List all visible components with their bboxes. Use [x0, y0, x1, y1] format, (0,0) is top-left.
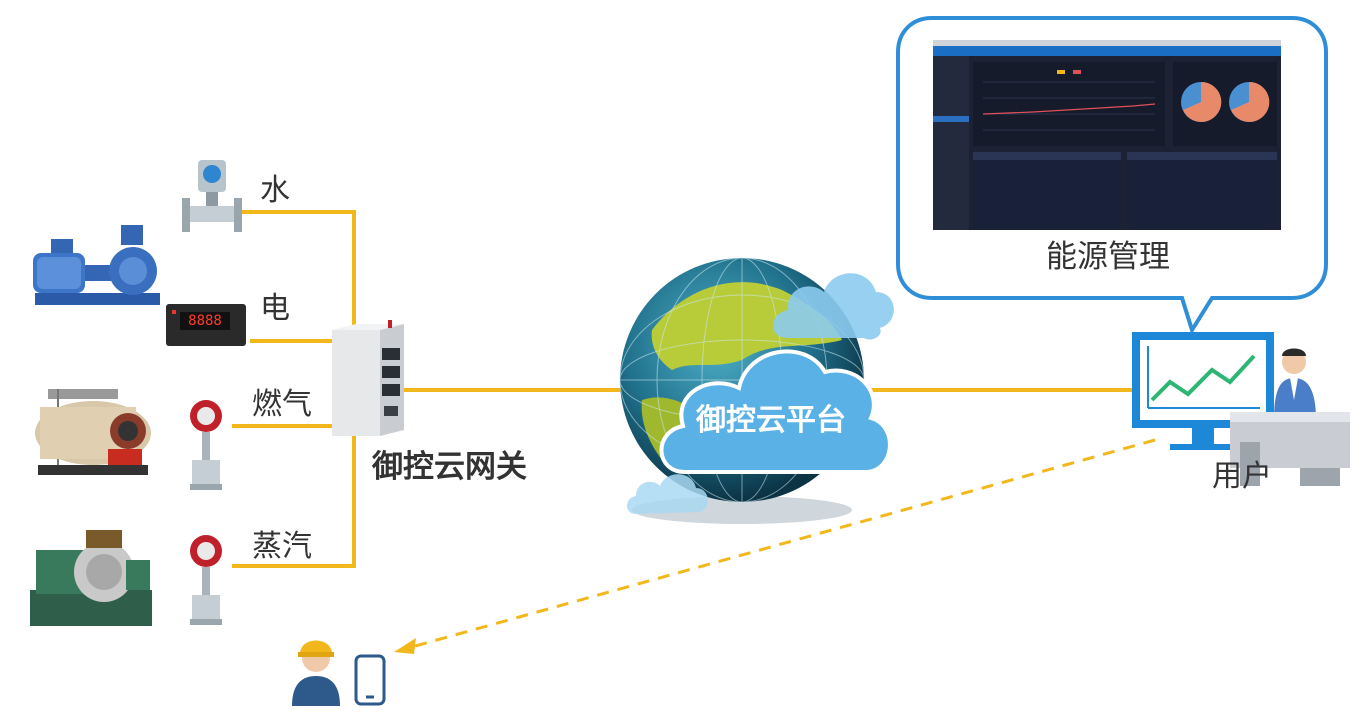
dashboard-pie-charts: [1173, 62, 1277, 146]
gateway-device-image: [332, 320, 408, 440]
electric-label: 电: [260, 291, 290, 326]
connector-water-horizontal: [238, 210, 356, 214]
cloud-platform-shape: [655, 322, 895, 492]
connector-gas-horizontal: [232, 424, 354, 428]
user-label: 用户: [1212, 459, 1272, 494]
user-monitor-icon: [1130, 330, 1356, 500]
cloud-label: 御控云平台: [696, 403, 846, 438]
steam-turbine-image: [26, 520, 156, 630]
browser-bar: [933, 40, 1281, 46]
energy-management-label: 能源管理: [1046, 239, 1170, 275]
cloud-small-top: [768, 258, 898, 348]
dashboard-table-left: [973, 152, 1121, 228]
dashboard-line-chart: [973, 62, 1165, 146]
cloud-small-bottom: [624, 462, 714, 522]
gas-flowmeter-icon: [186, 398, 230, 498]
meter-display-digits: 8888: [180, 312, 230, 330]
dashboard-header: [933, 46, 1281, 56]
dashboard-sidebar: [933, 56, 969, 230]
water-flowmeter-icon: [180, 160, 244, 248]
gas-label: 燃气: [252, 387, 312, 422]
dashed-arrow-to-mobile: [394, 438, 1156, 654]
gas-boiler-image: [28, 385, 158, 485]
water-pump-image: [25, 225, 165, 315]
electric-meter-icon: 8888: [166, 304, 246, 346]
dashboard-table-right: [1127, 152, 1277, 228]
mobile-worker-icon: [286, 628, 386, 708]
connector-cloud-user: [860, 388, 1132, 392]
connector-electric-horizontal: [250, 339, 334, 343]
gateway-label: 御控云网关: [372, 449, 527, 485]
connector-gateway-cloud: [403, 388, 625, 392]
water-label: 水: [260, 173, 290, 208]
mobile-phone-icon: [354, 654, 386, 706]
steam-label: 蒸汽: [252, 529, 312, 564]
steam-flowmeter-icon: [186, 533, 230, 633]
connector-steam-horizontal: [232, 564, 354, 568]
dashboard-screenshot: [933, 40, 1281, 230]
